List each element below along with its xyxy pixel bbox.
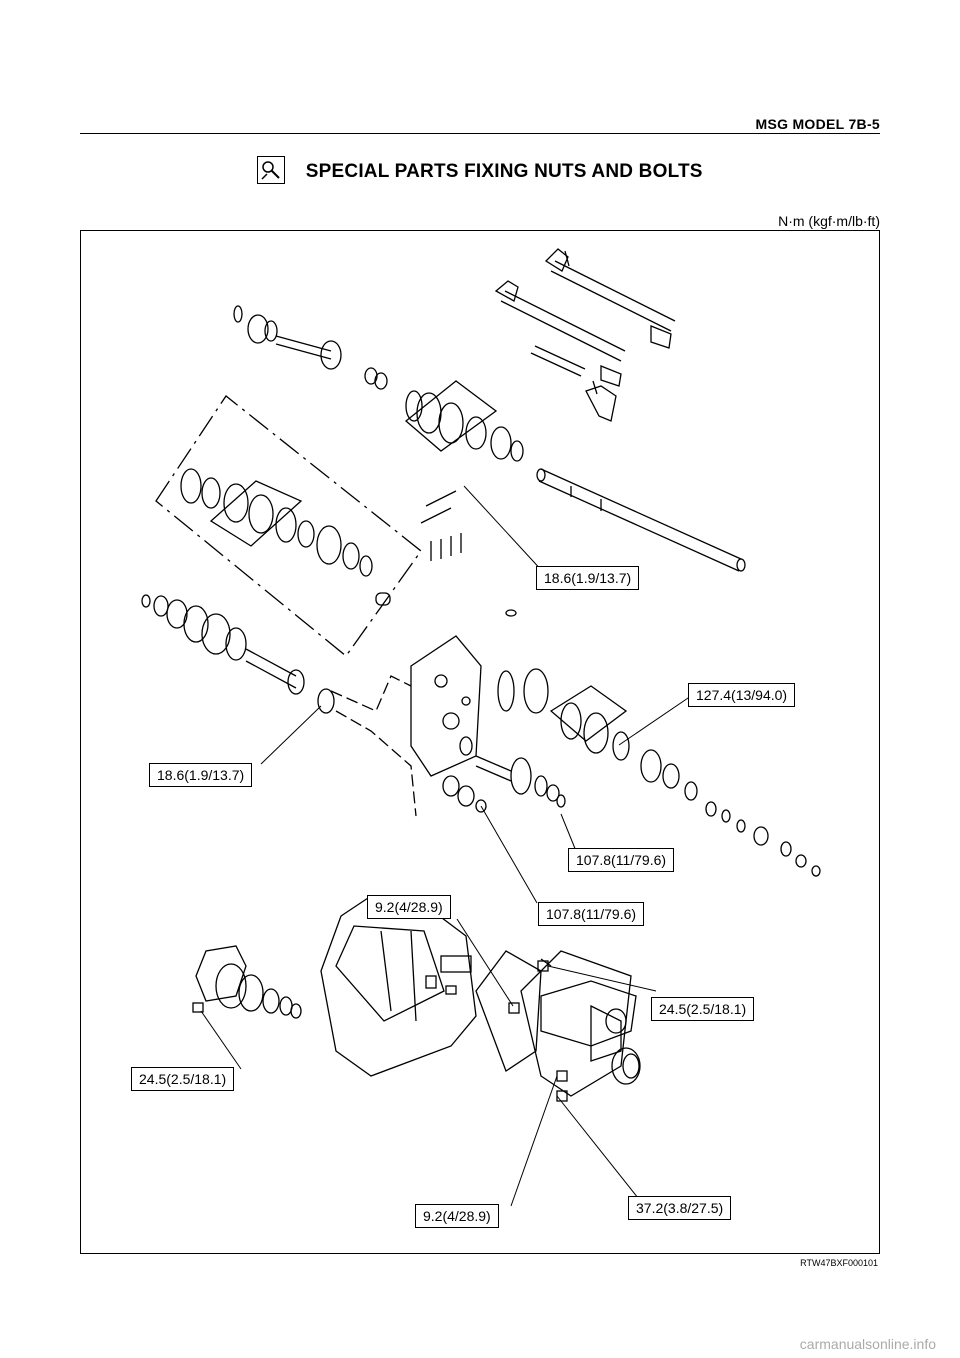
torque-callout: 18.6(1.9/13.7) (536, 566, 640, 590)
main-shaft (536, 468, 746, 572)
interlock-pins (420, 490, 517, 617)
section-title: SPECIAL PARTS FIXING NUTS AND BOLTS (0, 156, 960, 186)
torque-callout: 107.8(11/79.6) (538, 902, 645, 926)
upper-gear-cluster (404, 380, 524, 462)
torque-callout: 37.2(3.8/27.5) (628, 1196, 732, 1220)
wrench-magnifier-icon (257, 156, 286, 184)
counter-gear-group (155, 395, 422, 657)
figure-code: RTW47BXF000101 (800, 1258, 878, 1268)
exploded-diagram: 18.6(1.9/13.7) 127.4(13/94.0) 18.6(1.9/1… (80, 230, 880, 1254)
clutch-housing (320, 895, 641, 1097)
leader-lines (200, 485, 692, 1207)
torque-callout: 24.5(2.5/18.1) (131, 1067, 235, 1091)
footer-watermark[interactable]: carmanualsonline.info (799, 1336, 936, 1352)
torque-callout: 127.4(13/94.0) (688, 683, 796, 707)
input-shaft (233, 305, 388, 390)
shift-tower (537, 958, 637, 1062)
transmission-exploded-view (141, 248, 821, 1207)
front-bearing-retainer (192, 945, 302, 1019)
torque-callout: 107.8(11/79.6) (568, 848, 675, 872)
torque-callout: 9.2(4/28.9) (415, 1204, 499, 1228)
page-title: SPECIAL PARTS FIXING NUTS AND BOLTS (305, 161, 703, 182)
torque-units: N·m (kgf·m/lb·ft) (778, 213, 880, 229)
shift-fork-assembly (494, 248, 676, 422)
torque-callout: 24.5(2.5/18.1) (651, 997, 755, 1021)
torque-callout: 18.6(1.9/13.7) (149, 763, 253, 787)
header-rule (80, 133, 880, 134)
header-model: MSG MODEL 7B-5 (755, 116, 880, 132)
counter-shaft (442, 736, 566, 813)
lower-shaft (141, 594, 335, 714)
torque-callout: 9.2(4/28.9) (367, 895, 451, 919)
rear-gear-cluster (497, 668, 821, 877)
